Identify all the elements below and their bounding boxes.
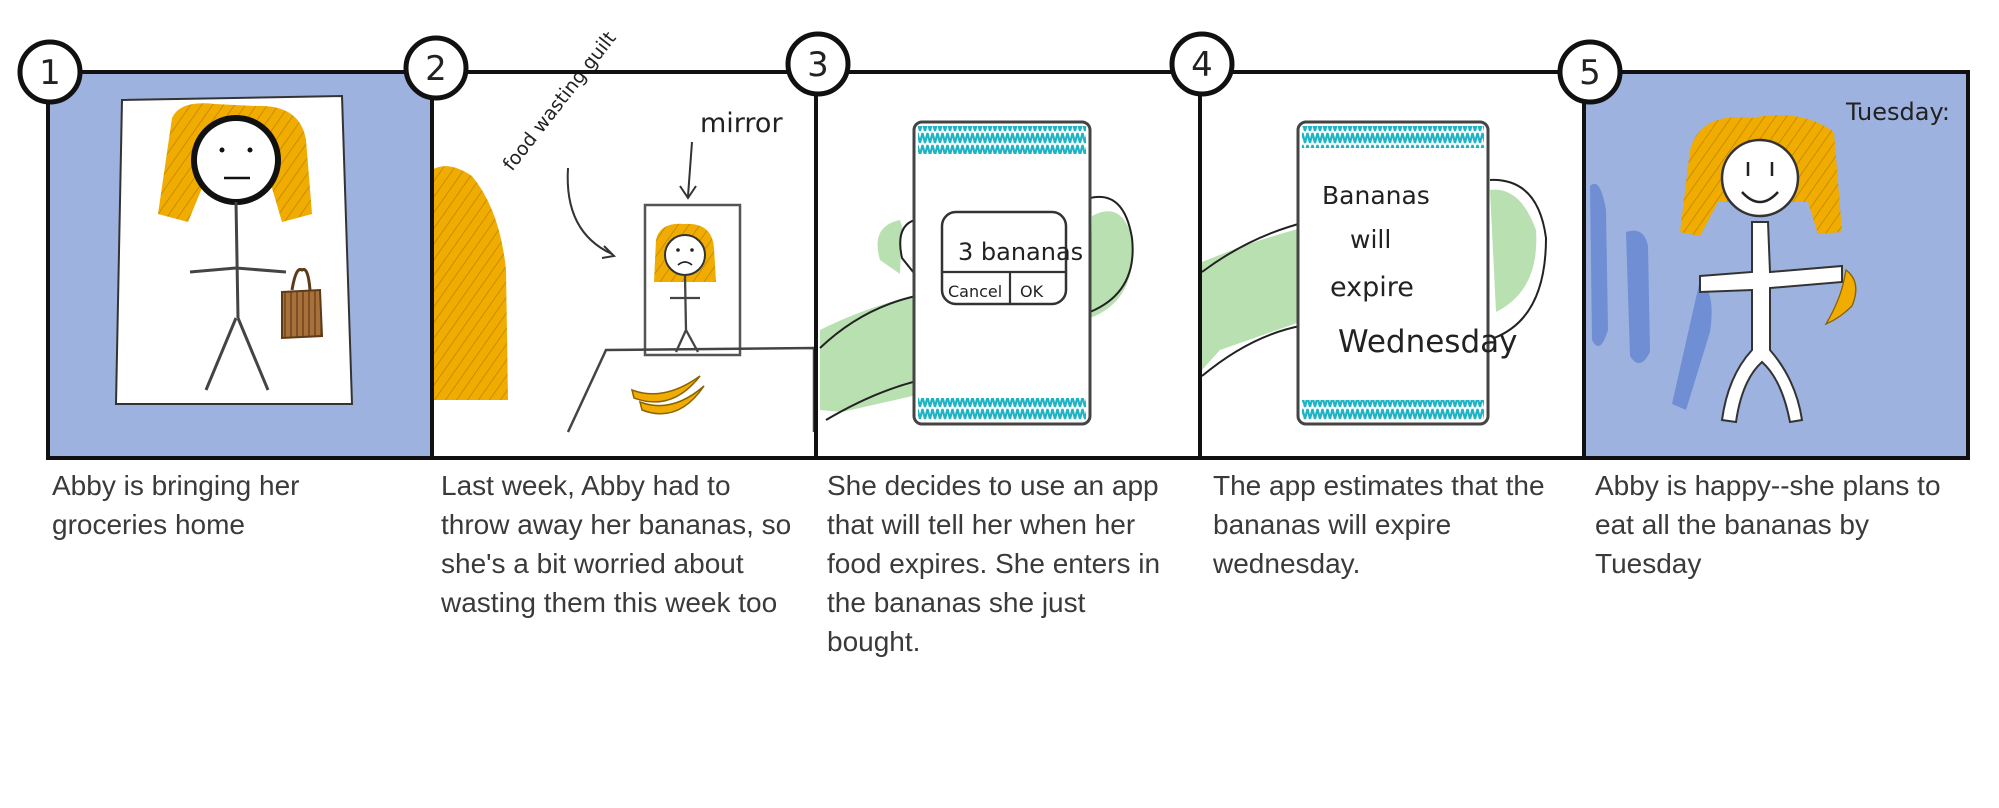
body	[1699, 221, 1843, 424]
panel-number-4: 4	[1169, 31, 1235, 97]
dialog-ok-button: OK	[1020, 282, 1044, 301]
screen-line-4: Wednesday	[1338, 324, 1517, 360]
hand-highlight	[1090, 211, 1133, 318]
panel-number-2: 2	[403, 35, 469, 101]
panel-4-caption: The app estimates that the bananas will …	[1213, 470, 1545, 579]
day-label: Tuesday:	[1845, 98, 1950, 126]
screen-line-1: Bananas	[1322, 181, 1430, 210]
face	[1720, 138, 1800, 218]
svg-text:5: 5	[1579, 53, 1601, 93]
grocery-bag-icon	[281, 267, 324, 340]
thought-label: food wasting guilt	[499, 27, 621, 175]
thought-arrow	[566, 167, 613, 255]
happy-abby-figure	[1680, 115, 1843, 424]
screen-line-2: will	[1350, 225, 1391, 254]
panel-1-caption: Abby is bringing her groceries home	[52, 470, 300, 540]
phone-sketch	[1296, 120, 1490, 426]
dialog-cancel-button: Cancel	[948, 282, 1002, 301]
phone-bottom-bar	[918, 398, 1086, 420]
storyboard-frame	[46, 70, 1970, 460]
dialog-text: 3 bananas	[958, 238, 1083, 266]
panel-1	[48, 72, 432, 458]
mirror-sketch	[643, 203, 742, 357]
svg-text:3: 3	[807, 45, 829, 85]
mirror-arrow	[687, 141, 693, 197]
svg-text:1: 1	[39, 53, 61, 93]
hand-highlight	[1490, 189, 1537, 312]
banana-icon	[1824, 268, 1857, 326]
phone-top-bar	[1302, 126, 1484, 148]
phone-top-bar	[918, 126, 1086, 154]
expiry-message: Bananas will expire Wednesday	[1322, 181, 1517, 360]
hair-closeup	[432, 166, 508, 400]
add-item-dialog: 3 bananas Cancel OK	[940, 210, 1083, 306]
panel-number-5: 5	[1557, 39, 1623, 105]
svg-text:4: 4	[1191, 45, 1213, 85]
panel-2: food wasting guilt mirror	[432, 27, 816, 433]
counter-table	[566, 346, 816, 433]
svg-text:2: 2	[425, 49, 447, 89]
abby-figure	[158, 103, 312, 391]
blue-strokes	[1590, 183, 1712, 410]
arm-highlight	[1202, 226, 1310, 370]
face	[191, 115, 281, 205]
banana-icon	[630, 375, 705, 415]
panel-number-3: 3	[785, 31, 851, 97]
panel-2-caption: Last week, Abby had to throw away her ba…	[441, 470, 792, 618]
panel-number-1: 1	[17, 39, 83, 105]
panel-4: Bananas will expire Wednesday	[1201, 120, 1548, 426]
mirror-label: mirror	[700, 108, 783, 139]
screen-line-3: expire	[1330, 272, 1414, 303]
phone-bottom-bar	[1302, 400, 1484, 420]
panel-3-caption: She decides to use an app that will tell…	[827, 470, 1161, 657]
panel-5: Tuesday:	[1584, 72, 1968, 458]
panel-5-caption: Abby is happy--she plans to eat all the …	[1595, 470, 1941, 579]
panel-3: 3 bananas Cancel OK	[819, 120, 1134, 426]
